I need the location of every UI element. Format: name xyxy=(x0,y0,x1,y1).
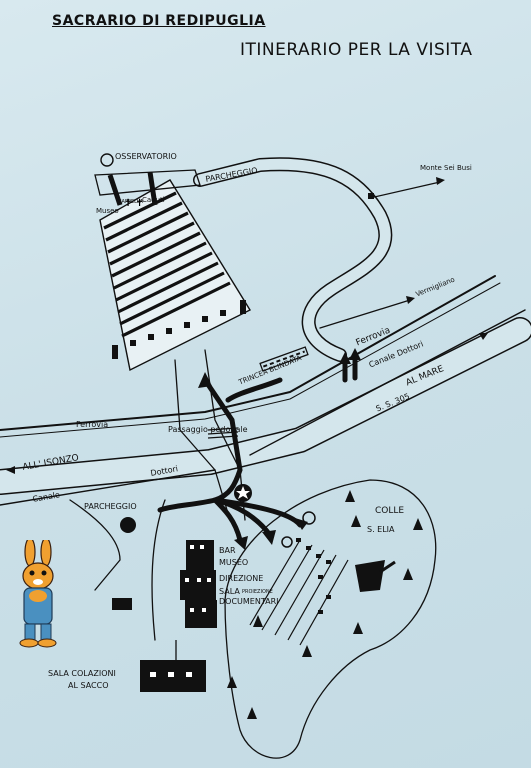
svg-text:✝ ✝: ✝ ✝ xyxy=(124,198,144,209)
rabbit-mascot xyxy=(19,540,57,648)
label-sala: SALA xyxy=(219,587,240,596)
museum-buildings xyxy=(112,540,217,692)
map-subtitle: ITINERARIO PER LA VISITA xyxy=(240,40,473,60)
map-title: SACRARIO DI REDIPUGLIA xyxy=(52,13,266,29)
tree-icon xyxy=(253,615,263,627)
parking-marker xyxy=(120,517,136,533)
colle-stations xyxy=(249,539,349,646)
label-proiezione: PROIEZIONE xyxy=(242,589,273,595)
label-documentari: DOCUMENTARI xyxy=(219,597,279,606)
sacrario-terraces xyxy=(99,179,251,372)
tree-icon xyxy=(403,568,413,580)
label-caduti: Caduti xyxy=(142,196,165,204)
label-ferrovia-left: Ferrovia xyxy=(76,420,109,429)
label-colle: COLLE xyxy=(375,506,405,516)
osservatorio-area: ✝ ✝ xyxy=(94,153,201,209)
label-sala-colazioni: SALA COLAZIONI xyxy=(48,669,116,678)
label-s-elia: S. ELIA xyxy=(367,525,395,534)
visit-path-arrows xyxy=(157,353,358,543)
label-parcheggio-bottom: PARCHEGGIO xyxy=(84,502,137,511)
label-direzione: DIREZIONE xyxy=(219,574,264,583)
tree-icon xyxy=(302,645,312,657)
label-osservatorio: OSSERVATORIO xyxy=(115,152,177,161)
tree-icon xyxy=(247,707,257,719)
parking-lower-area xyxy=(69,499,166,641)
label-museo: Museo xyxy=(96,207,119,215)
tree-icon xyxy=(353,622,363,634)
star-icon xyxy=(234,484,252,502)
railway xyxy=(0,275,496,431)
label-al-sacco: AL SACCO xyxy=(68,681,109,690)
tree-icon xyxy=(227,676,237,688)
label-cappella: CAPPELLA xyxy=(118,199,144,205)
tree-icon xyxy=(351,515,361,527)
tree-icon xyxy=(413,518,423,530)
canal-dottori xyxy=(0,309,526,506)
label-passaggio-pedonale: Passaggio pedonale xyxy=(168,425,248,434)
label-monte-sei-busi: Monte Sei Busi xyxy=(420,164,472,172)
cannon-icon xyxy=(281,511,316,548)
tree-icon xyxy=(345,490,355,502)
cannon-icon xyxy=(355,560,396,592)
label-bar: BAR xyxy=(219,546,236,555)
label-museo-building: MUSEO xyxy=(219,558,249,567)
colle-s-elia-outline xyxy=(224,479,437,759)
